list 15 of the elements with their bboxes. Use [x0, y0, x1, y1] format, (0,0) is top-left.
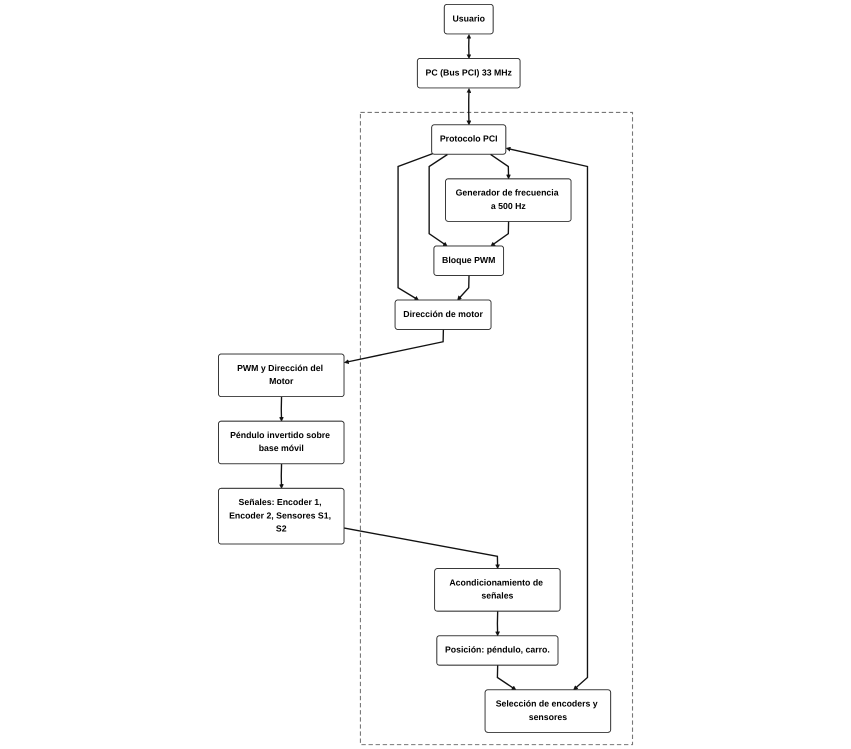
arrow — [457, 276, 470, 300]
arrow — [344, 527, 500, 570]
arrow — [428, 154, 448, 246]
arrow — [466, 88, 472, 126]
arrow — [490, 222, 510, 246]
arrow — [496, 665, 516, 690]
arrow — [397, 153, 433, 300]
arrow — [466, 34, 472, 59]
arrow — [490, 154, 511, 180]
cluster — [360, 112, 634, 746]
arrow — [344, 330, 444, 364]
arrow — [279, 464, 284, 489]
arrow — [279, 396, 284, 422]
arrow — [506, 146, 588, 690]
arrow — [495, 611, 500, 636]
